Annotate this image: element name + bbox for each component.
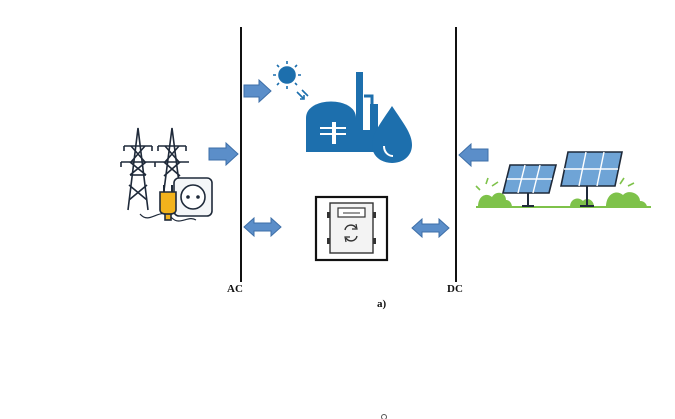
arrow-converter-dc-bidirectional: [411, 217, 450, 239]
arrow-grid-to-ac: [208, 141, 239, 167]
arrow-solar-to-dc: [458, 142, 489, 168]
biogas-plant-sun-water-icon: [273, 61, 412, 163]
power-grid-tower-plug-icon: [120, 127, 213, 222]
ac-bus-label: AC: [227, 283, 243, 295]
converter-icon: [314, 195, 389, 262]
arrow-ac-converter-bidirectional: [243, 216, 282, 238]
arrow-ac-to-biogas: [243, 78, 272, 104]
figure-caption: a): [377, 298, 387, 310]
next-figure-mark: [381, 414, 387, 419]
solar-panels-field-icon: [475, 151, 651, 208]
sun-icon: [273, 61, 301, 89]
dc-bus-label: DC: [447, 283, 463, 295]
